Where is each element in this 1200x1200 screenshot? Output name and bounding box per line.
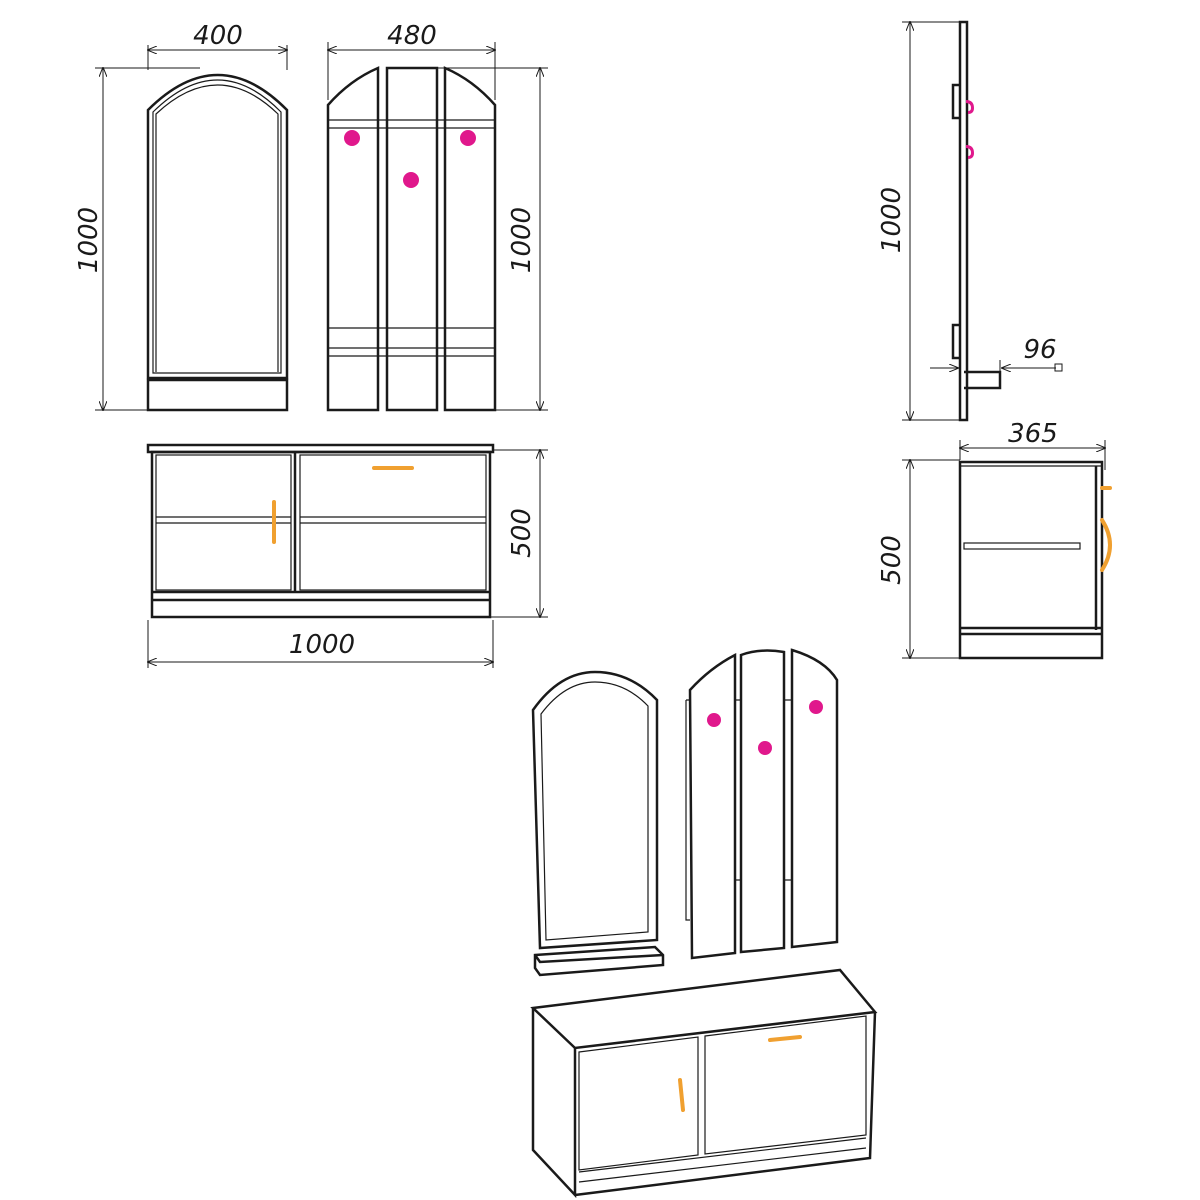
iso-door-handle xyxy=(678,1078,685,1112)
dim-bench-width: 1000 xyxy=(289,630,355,660)
hook-icon xyxy=(460,130,476,146)
dim-side-shelf-depth: 96 xyxy=(1023,335,1056,365)
side-handle xyxy=(1100,486,1112,572)
dim-rack-width: 480 xyxy=(387,21,437,51)
hook-icon xyxy=(344,130,360,146)
coat-rack-front-view: 480 1000 xyxy=(326,21,548,412)
dim-side-rack-height: 1000 xyxy=(877,187,907,253)
dim-rack-height: 1000 xyxy=(507,207,537,273)
hook-icon xyxy=(707,713,721,727)
hook-icon xyxy=(809,700,823,714)
dim-side-bench-height: 500 xyxy=(877,535,907,585)
dim-mirror-height: 1000 xyxy=(74,207,104,273)
mirror-front-view: 400 1000 xyxy=(74,21,289,412)
bench-side-view: 365 500 xyxy=(877,419,1112,660)
bench-front-view: 500 1000 xyxy=(146,443,548,668)
dim-bench-height: 500 xyxy=(507,508,537,558)
hook-icon xyxy=(403,172,419,188)
coat-rack-side-view: 1000 96 xyxy=(877,20,1063,422)
isometric-view xyxy=(530,648,878,1199)
iso-drawer-handle xyxy=(768,1035,802,1042)
hook-icon xyxy=(758,741,772,755)
dim-mirror-width: 400 xyxy=(193,21,243,51)
dim-side-bench-depth: 365 xyxy=(1008,419,1058,449)
